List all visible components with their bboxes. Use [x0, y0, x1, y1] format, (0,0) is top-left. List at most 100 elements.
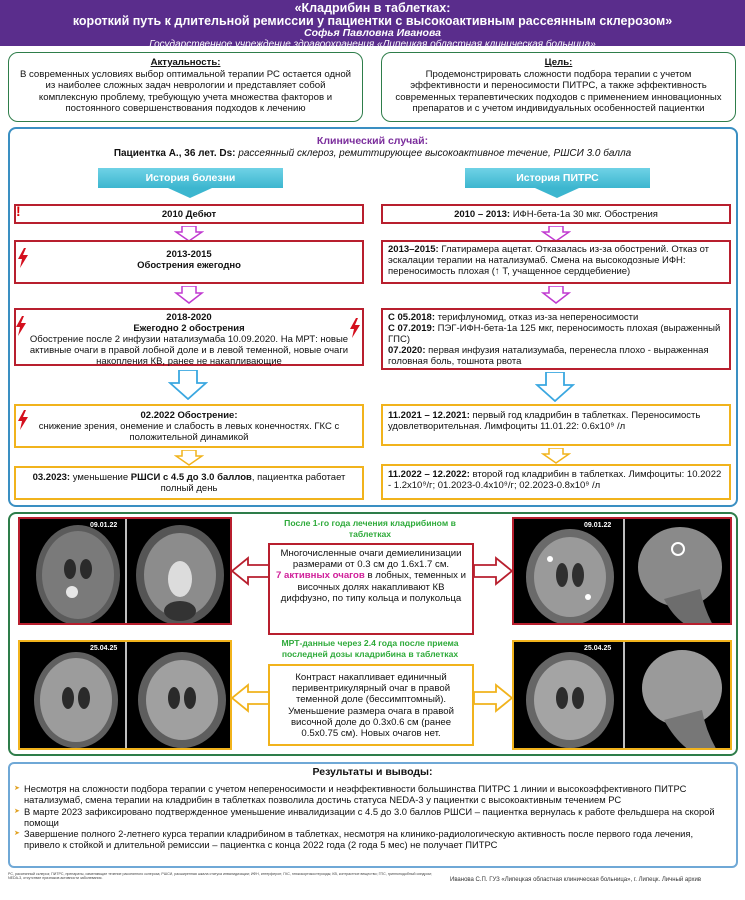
pitrs-event-2018-date: С 05.2018:: [388, 312, 436, 323]
title-line-2: короткий путь к длительной ремиссии у па…: [72, 14, 673, 28]
lightning-icon: [18, 248, 28, 268]
patient-bold: Пациентка А., 36 лет. Ds:: [113, 148, 236, 159]
mri-image-2025-right: 25.04.25: [512, 640, 732, 750]
arrow-down-icon: [541, 286, 571, 304]
arrow-down-icon: [168, 370, 208, 400]
patient-diagnosis: рассеянный склероз, ремиттирующее высоко…: [235, 148, 632, 159]
lightning-icon: [16, 316, 26, 336]
relevance-box: Актуальность: В современных условиях выб…: [8, 52, 363, 122]
mri-date-3: 25.04.25: [90, 645, 118, 652]
pitrs-event-2022-text: второй год кладрибин в таблетках. Лимфоц…: [388, 469, 722, 491]
institution: Государственное учреждение здравоохранен…: [149, 39, 596, 50]
arrow-right-icon: [474, 556, 512, 586]
history-event-2013: 2013-2015 Обострения ежегодно: [14, 240, 364, 284]
pitrs-event-2022: 11.2022 – 12.2022: второй год кладрибин …: [381, 464, 731, 500]
history-banner-arrow: [168, 188, 212, 198]
footer-source: Иванова С.П. ГУЗ «Липецкая областная кли…: [450, 877, 702, 883]
mri-date-2: 09.01.22: [584, 522, 612, 529]
mri-brain-2025-sagittal-icon: [514, 642, 730, 748]
history-event-debut: 2010 Дебют: [14, 204, 364, 224]
arrow-down-icon: [174, 226, 204, 242]
mri-frame: [8, 512, 738, 756]
lightning-icon: [18, 410, 28, 430]
history-event-2023-text-a: уменьшение: [70, 472, 131, 483]
result-item-3: Завершение полного 2-летнего курса терап…: [14, 828, 730, 851]
arrow-left-icon: [232, 683, 270, 713]
pitrs-event-2021-text: первый год кладрибин в таблетках. Перено…: [388, 410, 701, 432]
case-title: Клинический случай:: [316, 135, 429, 147]
history-event-2023: 03.2023: уменьшение РШСИ с 4.5 до 3.0 ба…: [14, 466, 364, 500]
result-item-2: В марте 2023 зафиксировано подтвержденно…: [14, 806, 730, 829]
pitrs-event-2013-date: 2013–2015:: [388, 244, 439, 255]
goal-title: Цель:: [544, 57, 573, 68]
goal-text: Продемонстрировать сложности подбора тер…: [395, 68, 722, 115]
footer-abbreviations: РС, рассеянный склероз; ПИТРС, препараты…: [8, 872, 432, 881]
history-event-2022-title: 02.2022 Обострение:: [140, 410, 238, 421]
mri-brain-flair-icon: [20, 519, 230, 623]
history-event-2022: 02.2022 Обострение: снижение зрения, оне…: [14, 404, 364, 448]
mri-date-4: 25.04.25: [584, 645, 612, 652]
results-list: Несмотря на сложности подбора терапии с …: [14, 783, 730, 851]
mri-brain-2025-icon: [20, 642, 230, 748]
history-event-2018-sub: Ежегодно 2 обострения: [133, 323, 245, 334]
pitrs-event-2010-text: ИФН-бета-1а 30 мкг. Обострения: [510, 209, 658, 220]
history-banner: История болезни: [98, 168, 283, 188]
arrow-down-icon: [541, 448, 571, 464]
pitrs-event-2019-date: С 07.2019:: [388, 323, 436, 334]
pitrs-event-2019-text: ПЭГ-ИФН-бета-1а 125 мкг, переносимость п…: [388, 323, 721, 345]
results-title: Результаты и выводы:: [312, 766, 433, 778]
mri-date-1: 09.01.22: [90, 522, 118, 529]
lightning-icon: [350, 318, 360, 338]
arrow-down-icon: [174, 286, 204, 304]
pitrs-event-2018: С 05.2018: терифлуномид, отказ из-за неп…: [381, 308, 731, 370]
mri-findings-2022-text-b: в лобных, теменных и височных долях нака…: [280, 570, 466, 604]
history-event-debut-text: 2010 Дебют: [161, 209, 217, 220]
history-event-2013-title: 2013-2015: [166, 249, 212, 260]
mri-findings-2025-text: Контраст накапливает единичный перивентр…: [288, 672, 454, 740]
arrow-down-icon: [541, 226, 571, 242]
pitrs-event-2013-text: Глатирамера ацетат. Отказалась из-за обо…: [388, 244, 710, 277]
history-event-2022-text: снижение зрения, онемение и слабость в л…: [38, 421, 340, 443]
pitrs-event-2021: 11.2021 – 12.2021: первый год кладрибин …: [381, 404, 731, 446]
arrow-down-icon: [535, 372, 575, 402]
relevance-text: В современных условиях выбор оптимальной…: [19, 68, 352, 115]
pitrs-event-2021-date: 11.2021 – 12.2021:: [388, 410, 470, 421]
title-line-1: «Кладрибин в таблетках:: [294, 1, 451, 15]
history-event-2023-edss: РШСИ с 4.5 до 3.0 баллов: [130, 472, 252, 483]
relevance-title: Актуальность:: [150, 57, 221, 68]
exclamation-icon: !: [16, 203, 21, 219]
pitrs-event-2013: 2013–2015: Глатирамера ацетат. Отказалас…: [381, 240, 731, 284]
clinical-case-frame: [8, 127, 738, 507]
mri-image-2022-left: 09.01.22: [18, 517, 232, 625]
mri-caption-1: После 1-го года лечения кладрибином в та…: [284, 518, 456, 539]
mri-brain-t1-icon: [514, 519, 730, 623]
poster-header: «Кладрибин в таблетках: короткий путь к …: [0, 0, 745, 50]
history-event-2018-text: Обострение после 2 инфузии натализумаба …: [29, 334, 349, 367]
history-event-2013-text: Обострения ежегодно: [137, 260, 241, 271]
patient-line: Пациентка А., 36 лет. Ds: рассеянный скл…: [0, 148, 745, 159]
mri-caption-2: МРТ-данные через 2.4 года после приема п…: [281, 638, 459, 659]
pitrs-event-2010-date: 2010 – 2013:: [454, 209, 511, 220]
arrow-down-icon: [174, 450, 204, 466]
goal-box: Цель: Продемонстрировать сложности подбо…: [381, 52, 736, 122]
history-event-2023-date: 03.2023:: [32, 472, 71, 483]
pitrs-event-2022-date: 11.2022 – 12.2022:: [388, 469, 470, 480]
pitrs-banner-arrow: [535, 188, 579, 198]
mri-findings-2022-text-a: Многочисленные очаги демиелинизации разм…: [280, 548, 462, 571]
history-event-2018-title: 2018-2020: [166, 312, 212, 323]
arrow-right-icon: [474, 683, 512, 713]
arrow-left-icon: [232, 556, 270, 586]
pitrs-banner: История ПИТРС: [465, 168, 650, 188]
mri-findings-2022-highlight: 7 активных очагов: [276, 570, 365, 582]
mri-image-2025-left: 25.04.25: [18, 640, 232, 750]
mri-findings-2022: Многочисленные очаги демиелинизации разм…: [268, 543, 474, 635]
mri-image-2022-right: 09.01.22: [512, 517, 732, 625]
mri-findings-2025: Контраст накапливает единичный перивентр…: [268, 664, 474, 746]
author: Софья Павловна Иванова: [304, 27, 441, 39]
history-event-2018: 2018-2020 Ежегодно 2 обострения Обострен…: [14, 308, 364, 367]
pitrs-event-2018-text: терифлуномид, отказ из-за непереносимост…: [435, 312, 639, 323]
pitrs-event-2020-date: 07.2020:: [388, 345, 426, 356]
results-frame: [8, 762, 738, 868]
pitrs-event-2010: 2010 – 2013: ИФН-бета-1а 30 мкг. Обостре…: [381, 204, 731, 224]
result-item-1: Несмотря на сложности подбора терапии с …: [14, 783, 730, 806]
